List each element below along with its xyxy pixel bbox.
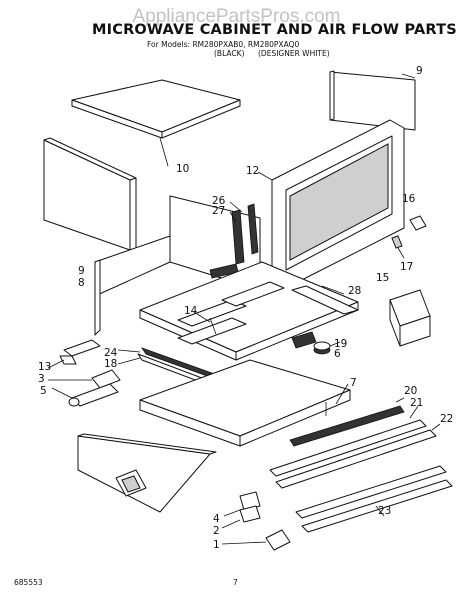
long-strip-parts: [269, 397, 453, 533]
callout-16: 16: [402, 193, 416, 205]
callout-19: 19: [334, 338, 347, 350]
callout-7: 7: [350, 377, 357, 389]
duct-parts: [47, 339, 121, 407]
bottom-plate-part: [77, 433, 217, 513]
callout-3: 4: [213, 513, 220, 525]
callout-17: 17: [400, 261, 413, 273]
callout-6: 6: [334, 348, 341, 360]
vertical-vent-parts: [209, 201, 259, 279]
page-title: MICROWAVE CABINET AND AIR FLOW PARTS: [92, 22, 457, 38]
models-line: For Models: RM280PXAB0, RM280PXAQ0: [147, 40, 300, 49]
callout-5: 3: [38, 373, 45, 385]
callout-24: 24: [104, 347, 118, 359]
callout-26: 27: [212, 205, 225, 217]
callout-22: 22: [440, 413, 453, 425]
base-plate-part: [139, 261, 359, 361]
watermark: AppliancePartsPros.com: [132, 6, 341, 27]
top-cover-part: [71, 79, 241, 167]
callout-8: 8: [78, 277, 85, 289]
callout-20: 20: [404, 385, 417, 397]
document-number: 685553: [14, 578, 43, 587]
left-side-panel-part: [43, 137, 137, 251]
callout-9-upper: 9: [416, 65, 423, 77]
callout-14: 14: [184, 305, 198, 317]
small-clip-parts: [391, 215, 427, 259]
callout-9-lower: 9: [78, 265, 85, 277]
callout-4: 5: [40, 385, 47, 397]
callout-23: 23: [378, 505, 391, 517]
bottom-tray-part: [139, 359, 351, 447]
callout-1: 1: [213, 539, 220, 551]
callout-27: 28: [348, 285, 361, 297]
model-color-black: (BLACK): [214, 49, 245, 58]
front-frame-part: [257, 119, 405, 289]
bracket-part: [389, 289, 431, 347]
callout-labels: 9 10 12 16 26 27 17 9 15 8 28 14 19 24 6…: [38, 65, 453, 551]
right-side-panel-part: [329, 70, 416, 131]
callout-15: 15: [376, 272, 389, 284]
callout-18: 18: [104, 358, 117, 370]
callout-2: 2: [213, 525, 220, 537]
model-color-white: (DESIGNER WHITE): [258, 49, 330, 58]
page-number: 7: [233, 578, 238, 587]
callout-13: 13: [38, 361, 51, 373]
knob-part: [313, 341, 341, 355]
callout-10: 10: [176, 163, 189, 175]
callout-25: 26: [212, 195, 226, 207]
small-latch-parts: [221, 491, 291, 551]
callout-21: 21: [410, 397, 423, 409]
callout-12: 12: [246, 165, 259, 177]
